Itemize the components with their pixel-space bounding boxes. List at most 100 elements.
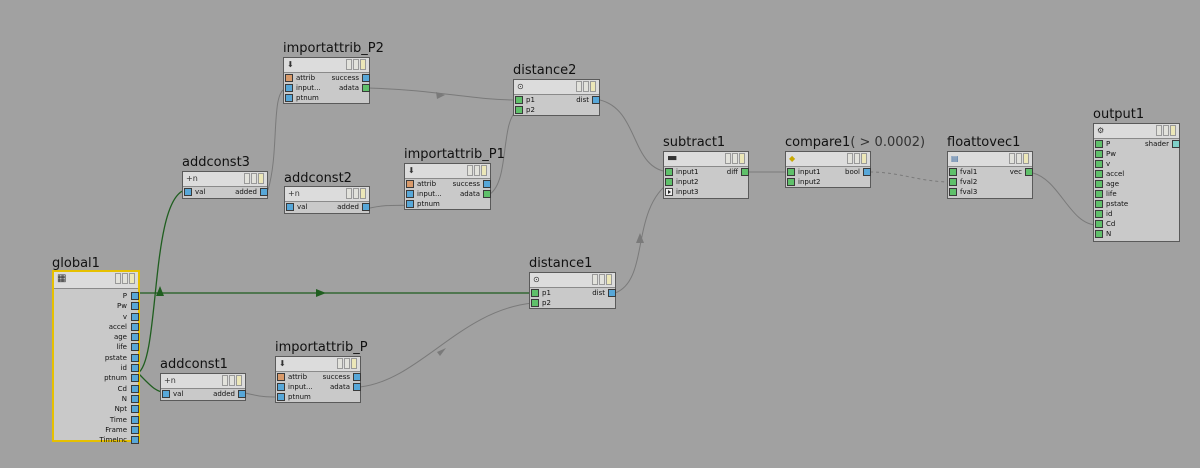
- input-port[interactable]: [949, 178, 957, 186]
- flag-lock[interactable]: [353, 59, 359, 70]
- input-port[interactable]: [1095, 220, 1103, 228]
- flag-display[interactable]: [861, 153, 867, 164]
- flag-lock[interactable]: [732, 153, 738, 164]
- flag-lock[interactable]: [474, 165, 480, 176]
- flag-display[interactable]: [1170, 125, 1176, 136]
- input-port[interactable]: [949, 188, 957, 196]
- input-port[interactable]: [285, 94, 293, 102]
- flag-bypass[interactable]: [244, 173, 250, 184]
- flag-lock[interactable]: [229, 375, 235, 386]
- output-port[interactable]: [131, 312, 139, 321]
- flag-bypass[interactable]: [337, 358, 343, 369]
- input-port[interactable]: [665, 178, 673, 186]
- output-port[interactable]: [131, 343, 139, 352]
- output-port[interactable]: [863, 168, 871, 176]
- output-port[interactable]: [238, 390, 246, 398]
- output-port[interactable]: [131, 405, 139, 414]
- flag-display[interactable]: [236, 375, 242, 386]
- input-port[interactable]: [277, 393, 285, 401]
- input-port[interactable]: [949, 168, 957, 176]
- input-port[interactable]: [1095, 230, 1103, 238]
- output-port[interactable]: [131, 322, 139, 331]
- input-port[interactable]: [184, 188, 192, 196]
- flag-bypass[interactable]: [1156, 125, 1162, 136]
- flag-bypass[interactable]: [576, 81, 582, 92]
- output-port[interactable]: [260, 188, 268, 196]
- flag-bypass[interactable]: [346, 188, 352, 199]
- output-port[interactable]: [131, 425, 139, 434]
- output-port[interactable]: [131, 374, 139, 383]
- input-port[interactable]: [277, 373, 285, 381]
- output-port[interactable]: [362, 84, 370, 92]
- flag-display[interactable]: [360, 59, 366, 70]
- output-port[interactable]: [1172, 140, 1180, 148]
- input-port[interactable]: [1095, 210, 1103, 218]
- output-port[interactable]: [353, 383, 361, 391]
- flag-bypass[interactable]: [847, 153, 853, 164]
- output-port[interactable]: [131, 292, 139, 300]
- input-port[interactable]: [277, 383, 285, 391]
- input-port[interactable]: [515, 106, 523, 114]
- input-port[interactable]: [1095, 160, 1103, 168]
- flag-lock[interactable]: [122, 273, 128, 284]
- output-port[interactable]: [131, 353, 139, 362]
- flag-display[interactable]: [258, 173, 264, 184]
- flag-bypass[interactable]: [592, 274, 598, 285]
- input-port[interactable]: [1095, 140, 1103, 148]
- output-port[interactable]: [362, 203, 370, 211]
- input-port[interactable]: [285, 84, 293, 92]
- flag-display[interactable]: [1023, 153, 1029, 164]
- output-port[interactable]: [362, 74, 370, 82]
- input-port[interactable]: [285, 74, 293, 82]
- input-port[interactable]: [1095, 180, 1103, 188]
- flag-lock[interactable]: [583, 81, 589, 92]
- flag-lock[interactable]: [599, 274, 605, 285]
- flag-display[interactable]: [360, 188, 366, 199]
- flag-bypass[interactable]: [467, 165, 473, 176]
- output-port[interactable]: [1025, 168, 1033, 176]
- output-port[interactable]: [131, 436, 139, 445]
- input-port[interactable]: [406, 190, 414, 198]
- flag-bypass[interactable]: [1009, 153, 1015, 164]
- input-port[interactable]: [787, 168, 795, 176]
- input-port[interactable]: [406, 180, 414, 188]
- flag-lock[interactable]: [344, 358, 350, 369]
- output-port[interactable]: [131, 333, 139, 342]
- input-port[interactable]: [665, 188, 673, 196]
- input-port[interactable]: [531, 299, 539, 307]
- input-port[interactable]: [286, 203, 294, 211]
- output-port[interactable]: [483, 180, 491, 188]
- flag-lock[interactable]: [1016, 153, 1022, 164]
- output-port[interactable]: [131, 364, 139, 373]
- flag-display[interactable]: [590, 81, 596, 92]
- input-port[interactable]: [406, 200, 414, 208]
- output-port[interactable]: [483, 190, 491, 198]
- flag-lock[interactable]: [1163, 125, 1169, 136]
- output-port[interactable]: [608, 289, 616, 297]
- flag-display[interactable]: [129, 273, 135, 284]
- flag-lock[interactable]: [854, 153, 860, 164]
- flag-bypass[interactable]: [222, 375, 228, 386]
- input-port[interactable]: [1095, 190, 1103, 198]
- output-port[interactable]: [131, 302, 139, 311]
- input-port[interactable]: [665, 168, 673, 176]
- flag-lock[interactable]: [353, 188, 359, 199]
- output-port[interactable]: [741, 168, 749, 176]
- output-port[interactable]: [131, 394, 139, 403]
- input-port[interactable]: [531, 289, 539, 297]
- output-port[interactable]: [592, 96, 600, 104]
- flag-bypass[interactable]: [725, 153, 731, 164]
- flag-display[interactable]: [606, 274, 612, 285]
- output-port[interactable]: [131, 384, 139, 393]
- input-port[interactable]: [787, 178, 795, 186]
